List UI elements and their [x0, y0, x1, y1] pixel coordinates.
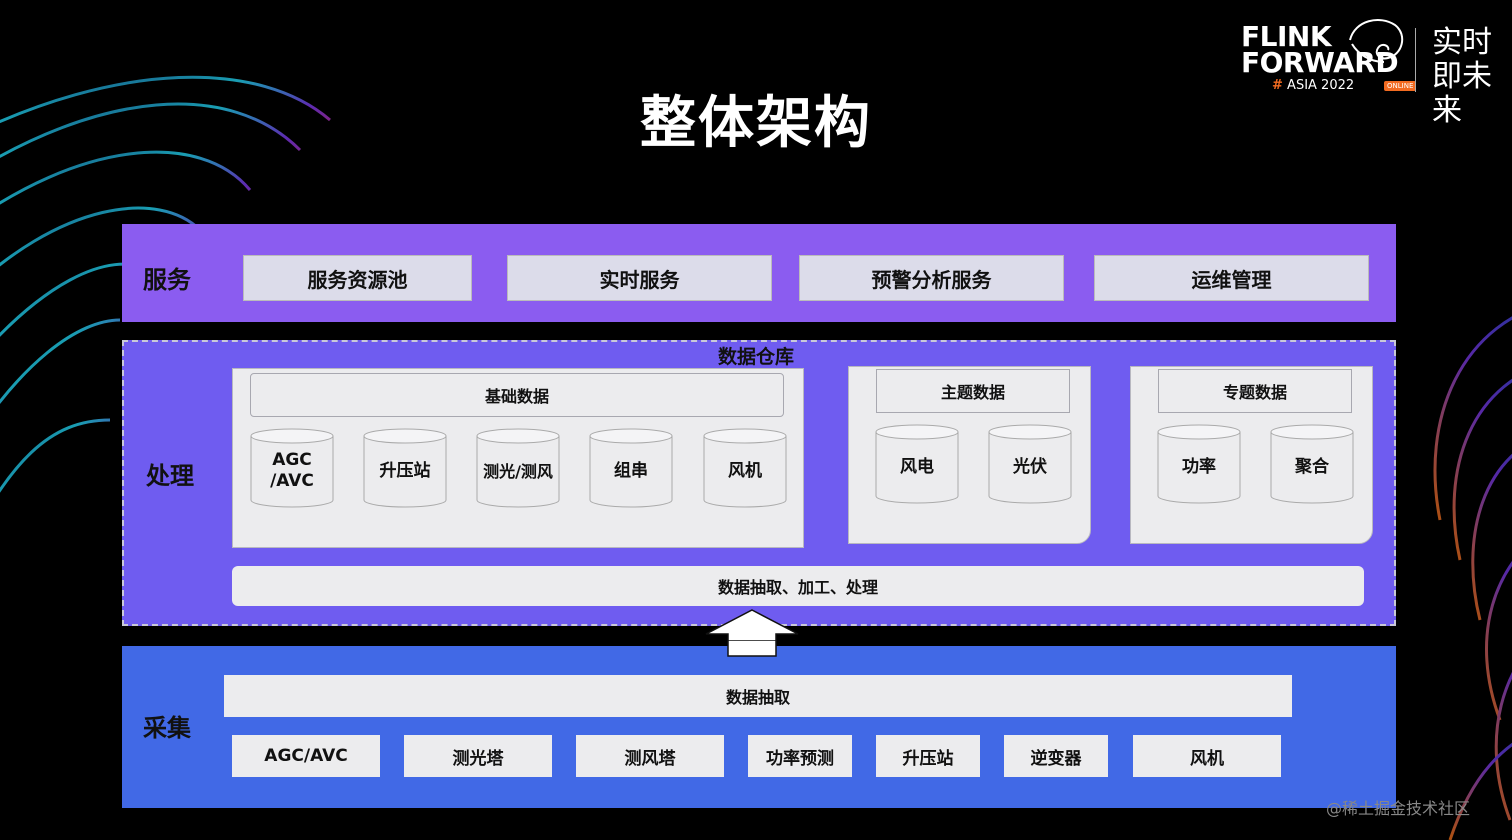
- cylinder-label: 光伏: [1013, 456, 1047, 477]
- cylinder-shape: [875, 424, 959, 504]
- cylinder-label: 风机: [728, 460, 762, 481]
- page-title: 整体架构: [640, 91, 872, 156]
- cylinder-shape: [363, 428, 447, 508]
- collection-layer: [122, 646, 1396, 808]
- basic-data-item-substation: 升压站: [363, 428, 447, 508]
- cylinder-shape: [250, 428, 334, 508]
- extract-bar: 数据抽取: [224, 675, 1292, 717]
- cylinder-label: 聚合: [1295, 456, 1329, 477]
- source-substation: 升压站: [876, 735, 980, 777]
- logo-hash: #: [1272, 78, 1283, 93]
- cylinder-label: 测光/测风: [483, 461, 553, 481]
- warehouse-title: 数据仓库: [717, 346, 794, 368]
- cylinder-shape: [1270, 424, 1354, 504]
- basic-data-item-agc-avc: AGC /AVC: [250, 428, 334, 508]
- cylinder-label: 功率: [1182, 456, 1216, 477]
- service-item-operations: 运维管理: [1094, 255, 1369, 301]
- cylinder-label: AGC /AVC: [270, 450, 314, 491]
- special-data-header: 专题数据: [1158, 369, 1352, 413]
- etl-bar: 数据抽取、加工、处理: [232, 566, 1364, 606]
- theme-data-item-wind-power: 风电: [875, 424, 959, 504]
- logo-text-flink: FLINK: [1241, 20, 1332, 53]
- cylinder-label: 升压站: [379, 460, 431, 481]
- logo-online-badge: ONLINE: [1384, 81, 1417, 91]
- source-wind-tower: 测风塔: [576, 735, 724, 777]
- basic-data-item-string: 组串: [589, 428, 673, 508]
- cylinder-shape: [476, 428, 560, 508]
- service-item-resource-pool: 服务资源池: [243, 255, 472, 301]
- basic-data-item-light-wind-measure: 测光/测风: [476, 428, 560, 508]
- basic-data-item-wind-turbine: 风机: [703, 428, 787, 508]
- special-data-item-power: 功率: [1157, 424, 1241, 504]
- cylinder-label: 组串: [614, 460, 648, 481]
- cylinder-shape: [589, 428, 673, 508]
- logo-divider: [1415, 28, 1416, 92]
- source-agc-avc: AGC/AVC: [232, 735, 380, 777]
- basic-data-header: 基础数据: [250, 373, 784, 417]
- cylinder-shape: [703, 428, 787, 508]
- theme-data-item-photovoltaic: 光伏: [988, 424, 1072, 504]
- logo-event: # ASIA 2022: [1272, 78, 1354, 93]
- source-wind-turbine: 风机: [1133, 735, 1281, 777]
- logo-slogan: 实时即未来: [1432, 25, 1492, 128]
- service-layer-label: 服务: [143, 266, 191, 294]
- logo-event-text: ASIA 2022: [1287, 78, 1355, 93]
- processing-layer-label: 处理: [146, 462, 194, 490]
- service-item-realtime: 实时服务: [507, 255, 772, 301]
- squirrel-logo-icon: [1349, 19, 1404, 63]
- source-power-forecast: 功率预测: [748, 735, 852, 777]
- theme-data-header: 主题数据: [876, 369, 1070, 413]
- source-inverter: 逆变器: [1004, 735, 1108, 777]
- logo-text-forward: FORWARD: [1241, 46, 1399, 79]
- cylinder-label: 风电: [900, 456, 934, 477]
- cylinder-shape: [1157, 424, 1241, 504]
- up-arrow-base-icon: [727, 640, 777, 657]
- source-light-tower: 测光塔: [404, 735, 552, 777]
- watermark: @稀土掘金技术社区: [1326, 799, 1471, 818]
- service-item-warning-analysis: 预警分析服务: [799, 255, 1064, 301]
- cylinder-shape: [988, 424, 1072, 504]
- collection-layer-label: 采集: [143, 714, 191, 742]
- special-data-item-aggregation: 聚合: [1270, 424, 1354, 504]
